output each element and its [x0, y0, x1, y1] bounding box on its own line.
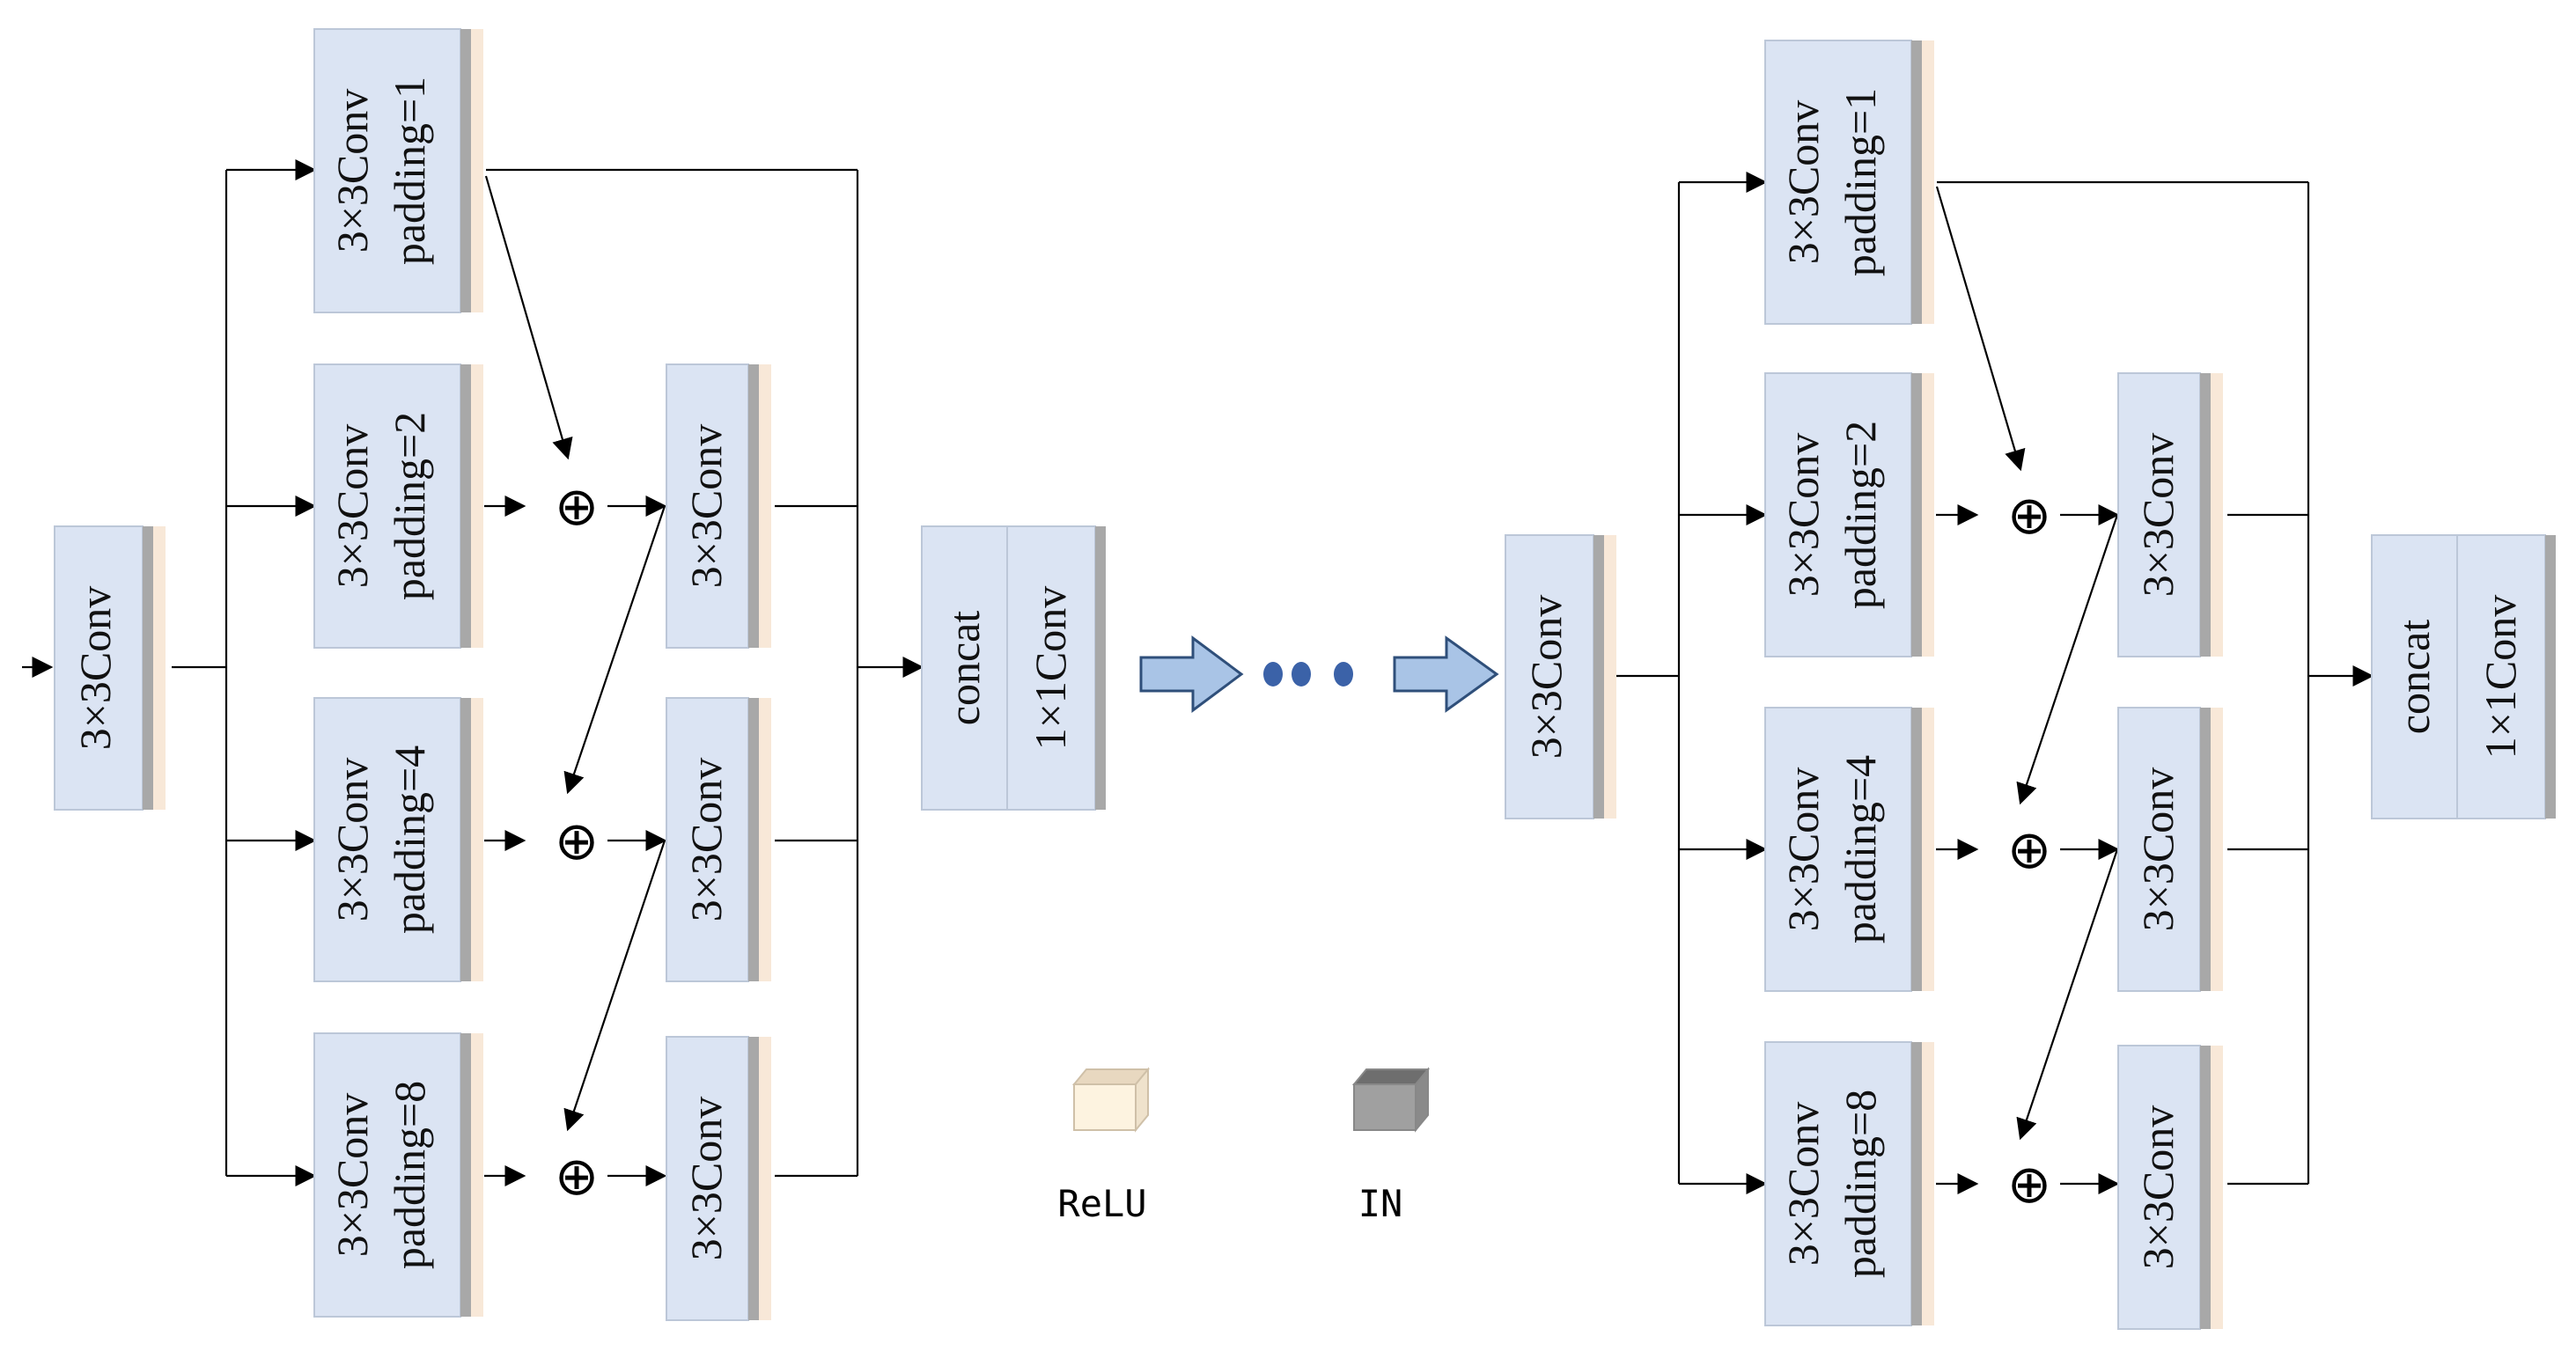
branch-conv-block: 3×3Conv padding=1 — [313, 28, 483, 313]
branch-padding-label: padding=8 — [385, 1081, 434, 1269]
branch-conv-block: 3×3Conv padding=2 — [1764, 372, 1934, 657]
branch-padding-label: padding=2 — [1836, 421, 1885, 609]
merge-conv-label: 3×3Conv — [2133, 1105, 2182, 1270]
merge-conv-block: 3×3Conv — [666, 697, 771, 982]
add-symbol: ⊕ — [2007, 819, 2051, 881]
branch-conv-label: 3×3Conv — [1778, 767, 1828, 932]
legend-relu-label: ReLU — [1057, 1182, 1146, 1225]
add-symbol: ⊕ — [555, 1146, 599, 1208]
branch-conv-label: 3×3Conv — [1778, 1102, 1828, 1267]
add-symbol: ⊕ — [555, 811, 599, 872]
branch-conv-label: 3×3Conv — [1778, 433, 1828, 598]
branch-padding-label: padding=2 — [385, 412, 434, 600]
add-symbol: ⊕ — [2007, 1154, 2051, 1215]
entry-conv-block: 3×3Conv — [54, 525, 166, 811]
dilated-conv-module-left: 3×3Conv 3×3Conv padding=1 3×3Conv paddin… — [22, 28, 1106, 1321]
merge-conv-block: 3×3Conv — [2117, 1045, 2223, 1330]
branch-conv-block: 3×3Conv padding=8 — [313, 1032, 483, 1318]
branch-padding-label: padding=1 — [1836, 88, 1885, 276]
branch-conv-block: 3×3Conv padding=1 — [1764, 40, 1934, 325]
branch-conv-label: 3×3Conv — [328, 89, 377, 253]
concat-label: concat — [939, 611, 989, 726]
fuse-conv-label: 1×1Conv — [1026, 586, 1075, 751]
merge-conv-label: 3×3Conv — [681, 424, 731, 589]
branch-conv-label: 3×3Conv — [328, 758, 377, 922]
ellipsis-dot — [1263, 662, 1283, 687]
merge-conv-label: 3×3Conv — [681, 758, 731, 922]
merge-conv-block: 3×3Conv — [666, 363, 771, 649]
entry-conv-label: 3×3Conv — [70, 586, 120, 751]
concat-label: concat — [2389, 620, 2439, 735]
dilated-conv-module-right: 3×3Conv 3×3Conv padding=1 3×3Conv paddin… — [1505, 40, 2556, 1330]
branch-conv-label: 3×3Conv — [1778, 100, 1828, 265]
entry-conv-label: 3×3Conv — [1521, 595, 1571, 760]
merge-conv-block: 3×3Conv — [2117, 707, 2223, 992]
branch-conv-block: 3×3Conv padding=4 — [313, 697, 483, 982]
branch-padding-label: padding=4 — [1836, 755, 1885, 943]
fuse-conv-label: 1×1Conv — [2476, 595, 2525, 760]
block-arrow-icon — [1393, 635, 1499, 713]
ellipsis-dot — [1292, 662, 1311, 687]
relu-cube-icon — [1071, 1067, 1151, 1133]
branch-padding-label: padding=8 — [1836, 1090, 1885, 1278]
branch-conv-label: 3×3Conv — [328, 1093, 377, 1258]
legend: ReLU IN — [1057, 1067, 1431, 1225]
merge-conv-block: 3×3Conv — [2117, 372, 2223, 657]
connection-lines-right — [1611, 172, 2374, 1194]
add-symbol: ⊕ — [2007, 485, 2051, 547]
legend-in-label: IN — [1358, 1182, 1403, 1225]
repeat-indicator — [1139, 635, 1499, 713]
merge-conv-label: 3×3Conv — [2133, 767, 2182, 932]
entry-conv-block: 3×3Conv — [1505, 534, 1616, 819]
branch-padding-label: padding=1 — [385, 77, 434, 265]
branch-conv-block: 3×3Conv padding=2 — [313, 363, 483, 649]
concat-fuse-block: concat 1×1Conv — [921, 525, 1106, 811]
connection-lines-left — [22, 159, 924, 1186]
merge-conv-label: 3×3Conv — [2133, 433, 2182, 598]
concat-fuse-block: concat 1×1Conv — [2371, 534, 2556, 819]
in-cube-icon — [1351, 1067, 1431, 1133]
merge-conv-block: 3×3Conv — [666, 1036, 771, 1321]
branch-conv-block: 3×3Conv padding=8 — [1764, 1041, 1934, 1326]
branch-conv-label: 3×3Conv — [328, 424, 377, 589]
add-symbol: ⊕ — [555, 476, 599, 538]
branch-padding-label: padding=4 — [385, 745, 434, 934]
block-arrow-icon — [1139, 635, 1244, 713]
ellipsis-dot — [1334, 662, 1353, 687]
branch-conv-block: 3×3Conv padding=4 — [1764, 707, 1934, 992]
merge-conv-label: 3×3Conv — [681, 1097, 731, 1261]
